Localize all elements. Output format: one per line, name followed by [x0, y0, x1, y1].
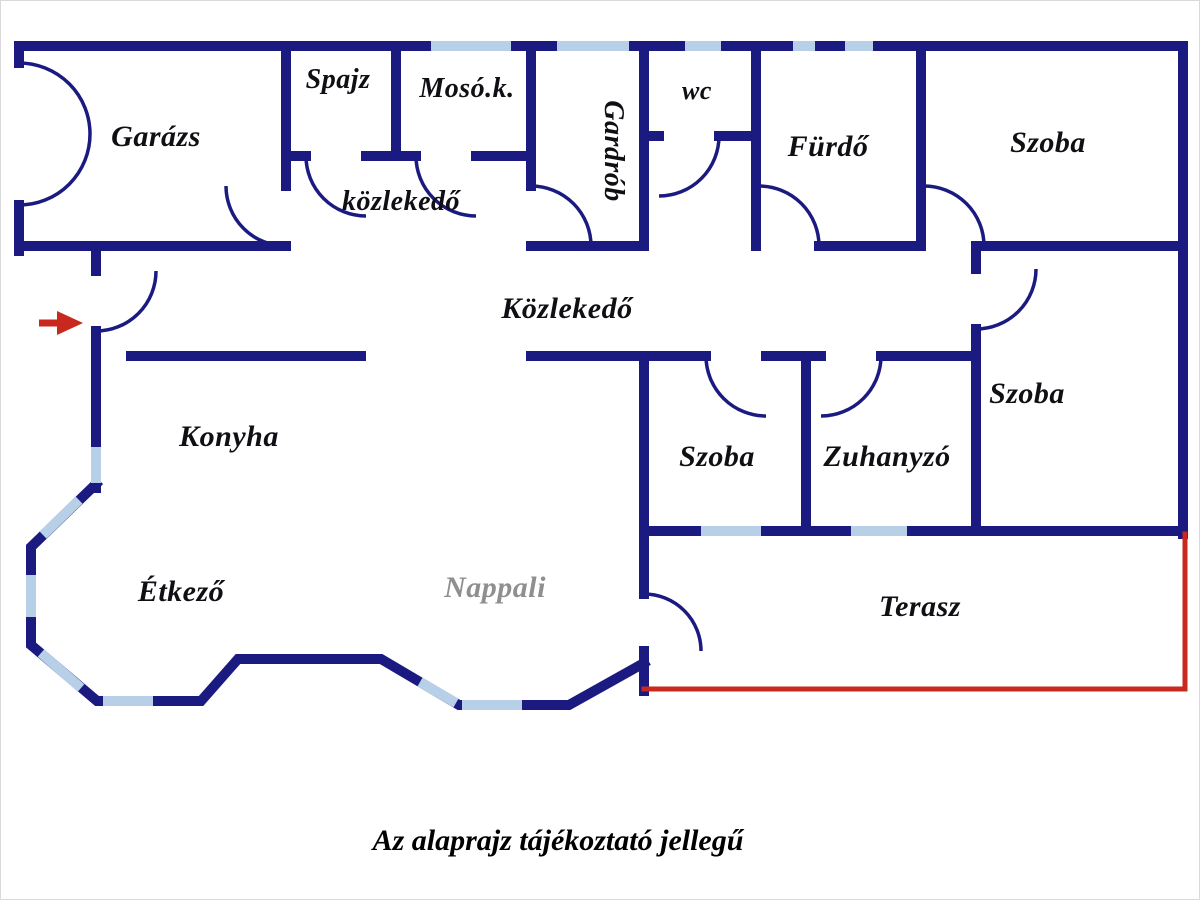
room-label-kozlekedo-fo: Közlekedő	[501, 292, 633, 325]
room-label-szoba-jobb: Szoba	[989, 377, 1065, 410]
entrance-door-arc	[95, 270, 158, 333]
garage-door-arc	[18, 133, 92, 207]
walls	[14, 41, 1188, 710]
room-label-konyha: Konyha	[179, 420, 279, 453]
door-arc	[758, 184, 821, 247]
room-label-gardrob: Gardrób	[598, 100, 629, 202]
window-segment	[417, 677, 459, 708]
door-arc	[975, 268, 1038, 331]
room-label-mosok: Mosó.k.	[419, 73, 515, 104]
window-segment	[39, 496, 83, 539]
room-label-zuhanyzo: Zuhanyzó	[823, 440, 951, 473]
room-label-nappali: Nappali	[444, 571, 546, 604]
garage-door-arc	[18, 61, 92, 135]
door-arc	[414, 155, 477, 218]
door-arc	[820, 355, 883, 418]
door-arc	[224, 185, 287, 248]
room-label-szoba-felso: Szoba	[1010, 126, 1086, 159]
room-label-garazs: Garázs	[111, 120, 201, 153]
room-label-kozlekedo-kis: közlekedő	[341, 186, 461, 217]
terrace-outline	[641, 531, 1188, 692]
windows	[26, 41, 907, 710]
room-label-etkezo: Étkező	[137, 575, 225, 608]
door-arc	[923, 184, 986, 247]
entrance-arrow-head	[57, 311, 83, 335]
room-label-furdo: Fürdő	[787, 130, 869, 163]
window-segment	[37, 649, 85, 692]
wall-bay-outline	[26, 476, 651, 710]
room-label-szoba-kozep: Szoba	[679, 440, 755, 473]
room-label-wc: wc	[682, 76, 712, 105]
door-arc	[530, 184, 593, 247]
door-arc	[704, 355, 767, 418]
entrance-arrow-icon	[39, 311, 83, 335]
room-label-spajz: Spajz	[305, 64, 371, 95]
terrace-door-arc	[643, 592, 703, 652]
door-arc	[658, 135, 721, 198]
room-label-terasz: Terasz	[879, 590, 961, 623]
door-arc	[304, 155, 367, 218]
caption: Az alaprajz tájékoztató jellegű	[372, 824, 744, 857]
door-arcs	[18, 61, 1038, 652]
